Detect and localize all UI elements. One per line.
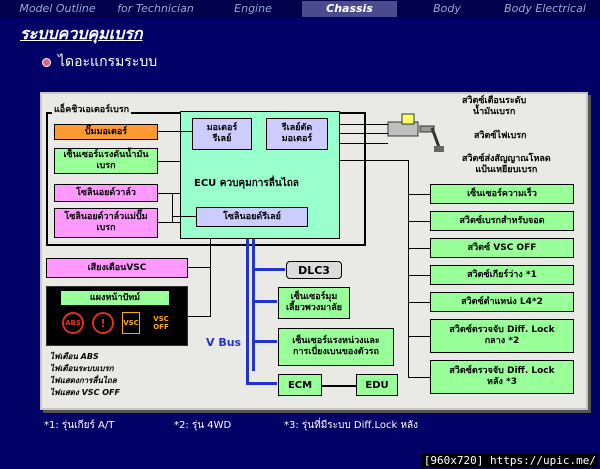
wire: [408, 194, 430, 195]
slip-indicator-icon: VSC: [122, 312, 140, 334]
vbus-line: [255, 300, 277, 303]
wire: [408, 275, 430, 276]
dlc3-connector: DLC3: [286, 261, 342, 279]
lamp-note-vsc-off: ไฟแสดง VSC OFF: [50, 388, 120, 397]
wire: [340, 160, 408, 161]
fluid-level-switch-label: สวิตซ์เตือนระดับ น้ำมันเบรก: [462, 96, 527, 117]
wire: [158, 161, 180, 162]
neutral-switch-box: สวิตซ์เกียร์ว่าง *1: [430, 265, 574, 285]
wire: [210, 268, 211, 317]
wire: [158, 222, 180, 223]
wire: [408, 302, 430, 303]
footnote-2: *2: รุ่น 4WD: [174, 420, 232, 431]
nav-for-technician[interactable]: for Technician: [117, 2, 194, 15]
vbus-line: [255, 268, 285, 271]
vbus-line: [252, 239, 255, 371]
nav-engine[interactable]: Engine: [234, 2, 272, 15]
wire: [408, 160, 409, 378]
solenoid-relay-box: โซลินอยด์รีเลย์: [196, 207, 308, 227]
wire: [188, 267, 210, 268]
actuator-label: แอ็คชิวเอเตอร์เบรก: [52, 102, 132, 116]
solenoid-valve-box: โซลินอยด์วาล์ว: [54, 184, 158, 202]
footnote-3: *3: รุ่นที่มีระบบ Diff.Lock หลัง: [284, 420, 419, 431]
pressure-sensor-box: เซ็นเซอร์แรงดันน้ำมัน เบรก: [54, 148, 158, 174]
nav-model-outline[interactable]: Model Outline: [19, 2, 96, 15]
motor-cut-relay-box: รีเลย์ตัด มอเตอร์: [266, 118, 328, 150]
abs-warning-icon: ABS: [62, 312, 84, 334]
brake-pedal-icon: [382, 110, 446, 154]
vbus-line: [246, 239, 249, 385]
pedal-load-switch-label: สวิตซ์ส่งสัญญาณโหลด แป้นเหยียบเบรก: [462, 154, 551, 175]
wire: [340, 124, 388, 125]
wire: [408, 377, 430, 378]
wire: [408, 221, 430, 222]
brake-warning-icon: !: [92, 312, 114, 334]
watermark: [960x720] https://upic.me/: [421, 454, 598, 467]
wire: [340, 133, 388, 134]
wire: [408, 248, 430, 249]
footnote-1: *1: รุ่นเกียร์ A/T: [44, 420, 115, 431]
vsc-off-switch-box: สวิตซ์ VSC OFF: [430, 238, 574, 258]
wire: [158, 193, 180, 194]
nav-body[interactable]: Body: [433, 2, 461, 15]
bullet-icon: [42, 58, 51, 67]
wire: [158, 131, 192, 132]
vsc-buzzer-box: เสียงเตือนVSC: [46, 258, 188, 278]
top-nav: [0, 0, 600, 18]
vbus-label: V Bus: [206, 336, 242, 349]
vbus-line: [249, 382, 277, 385]
nav-chassis[interactable]: Chassis: [302, 1, 397, 17]
wire: [408, 336, 430, 337]
nav-body-electrical[interactable]: Body Electrical: [504, 2, 586, 15]
wire: [172, 193, 173, 223]
parking-brake-switch-box: สวิตซ์เบรกสำหรับจอด: [430, 211, 574, 231]
wire: [322, 385, 356, 387]
wire: [210, 239, 211, 268]
lamp-note-abs: ไฟเตือน ABS: [50, 352, 99, 361]
stop-lamp-switch-label: สวิตซ์ไฟเบรก: [474, 131, 527, 141]
pump-motor-box: ปั๊มมอเตอร์: [54, 124, 158, 140]
ecm-box: ECM: [278, 374, 322, 396]
master-solenoid-box: โซลินอยด์วาล์วแม่ปั๊ม เบรก: [54, 208, 158, 238]
l4-position-switch-box: สวิตซ์ตำแหน่ง L4*2: [430, 292, 574, 312]
center-diff-lock-switch-box: สวิตซ์ตรวจจับ Diff. Lock กลาง *2: [430, 319, 574, 353]
vsc-off-icon: VSC OFF: [153, 315, 169, 331]
ecu-label: ECU ควบคุมการลื่นไถล: [194, 178, 299, 189]
lamp-note-brake: ไฟเตือนระบบเบรก: [50, 364, 114, 373]
page-title: ระบบควบคุมเบรก: [20, 24, 143, 43]
wire: [188, 316, 210, 317]
lamp-note-slip: ไฟแสดงการลื่นไถล: [50, 376, 117, 385]
page-subtitle: ไดอะแกรมระบบ: [58, 54, 158, 70]
motor-relay-box: มอเตอร์ รีเลย์: [192, 118, 252, 150]
edu-box: EDU: [356, 374, 398, 396]
wire: [172, 216, 196, 217]
wire: [340, 143, 388, 144]
speed-sensor-box: เซ็นเซอร์ความเร็ว: [430, 184, 574, 204]
panel-title-box: แผงหน้าปัทม์: [60, 290, 170, 306]
steering-angle-sensor-box: เซ็นเซอร์มุม เลี้ยวพวงมาลัย: [278, 287, 350, 319]
rear-diff-lock-switch-box: สวิตซ์ตรวจจับ Diff. Lock หลัง *3: [430, 360, 574, 394]
yaw-rate-sensor-box: เซ็นเซอร์แรงหน่วงและ การเบี่ยงเบนของตัวร…: [278, 328, 394, 366]
vbus-line: [255, 340, 277, 343]
